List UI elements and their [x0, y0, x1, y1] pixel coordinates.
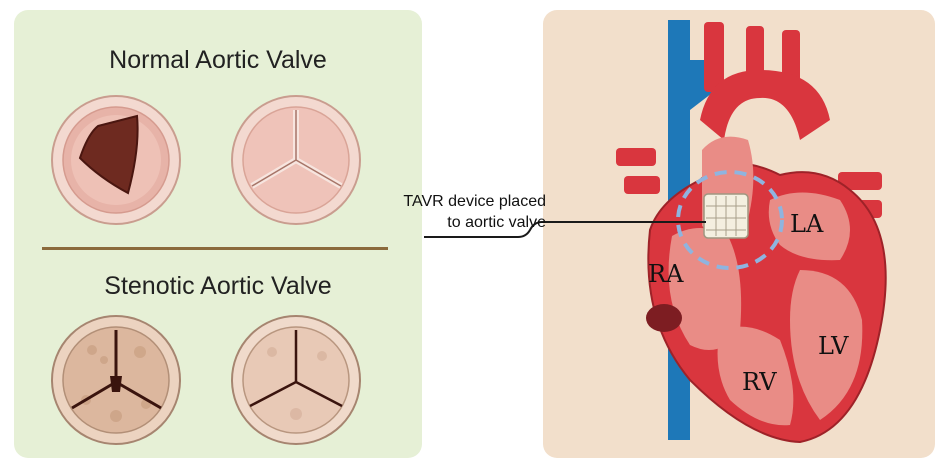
normal-valve-closed — [232, 96, 360, 224]
label-lv: LV — [818, 332, 849, 360]
normal-valve-open — [52, 96, 180, 224]
label-rv: RV — [742, 368, 777, 396]
tavr-callout: TAVR device placed to aortic valve — [360, 191, 546, 233]
stenotic-valve-open — [52, 316, 180, 444]
heart-anatomy: RA LA LV RV — [616, 20, 886, 442]
stenotic-valve-closed — [232, 316, 360, 444]
callout-line-1: TAVR device placed — [360, 191, 546, 212]
label-ra: RA — [648, 260, 684, 288]
label-la: LA — [790, 210, 824, 238]
callout-line-2: to aortic valve — [360, 212, 546, 233]
tavr-device — [704, 194, 748, 238]
coronary-sinus — [646, 304, 682, 332]
